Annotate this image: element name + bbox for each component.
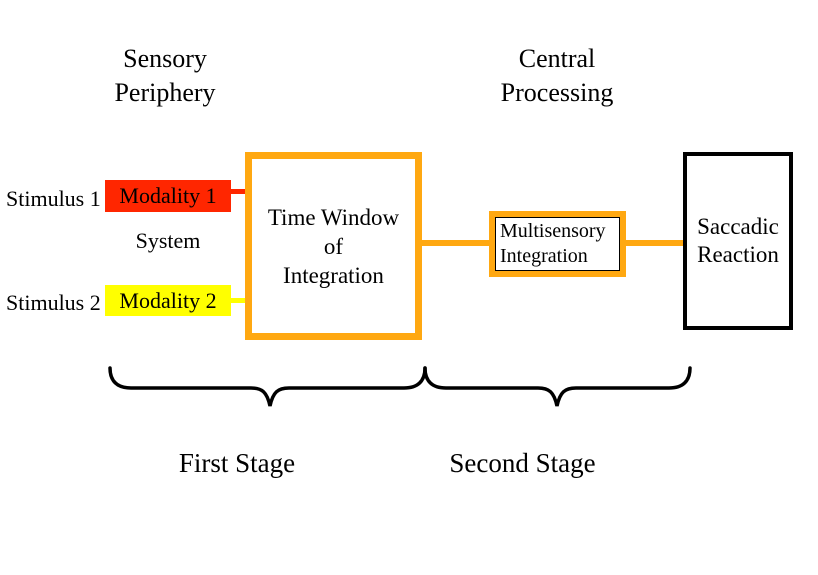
connector-multisensory-to-saccadic	[624, 240, 684, 246]
heading-central-processing: Central Processing	[500, 44, 614, 107]
multisensory-integration-box: Multisensory Integration	[489, 211, 626, 277]
stimulus-2-label: Stimulus 2	[6, 290, 101, 315]
modality-2-box: Modality 2	[105, 285, 231, 316]
stimulus-1-label: Stimulus 1	[6, 186, 101, 211]
connector-modality2-to-timewindow	[230, 298, 247, 303]
connector-modality1-to-timewindow	[230, 189, 247, 194]
time-window-label: Time Window of Integration	[267, 204, 400, 288]
modality-2-label: Modality 2	[119, 287, 217, 313]
connector-timewindow-to-multisensory	[420, 240, 490, 246]
modality-1-box: Modality 1	[105, 180, 231, 212]
time-window-box: Time Window of Integration	[245, 152, 422, 340]
saccadic-reaction-label: Saccadic Reaction	[697, 214, 779, 267]
second-stage-label: Second Stage	[449, 448, 596, 478]
system-label: System	[135, 228, 201, 253]
multisensory-integration-label: Multisensory Integration	[500, 220, 606, 267]
modality-1-label: Modality 1	[119, 183, 217, 208]
second-stage-brace	[423, 366, 692, 407]
first-stage-brace	[108, 366, 427, 407]
heading-sensory-periphery: Sensory Periphery	[114, 44, 216, 107]
saccadic-reaction-box: Saccadic Reaction	[683, 152, 793, 330]
first-stage-label: First Stage	[178, 448, 296, 478]
